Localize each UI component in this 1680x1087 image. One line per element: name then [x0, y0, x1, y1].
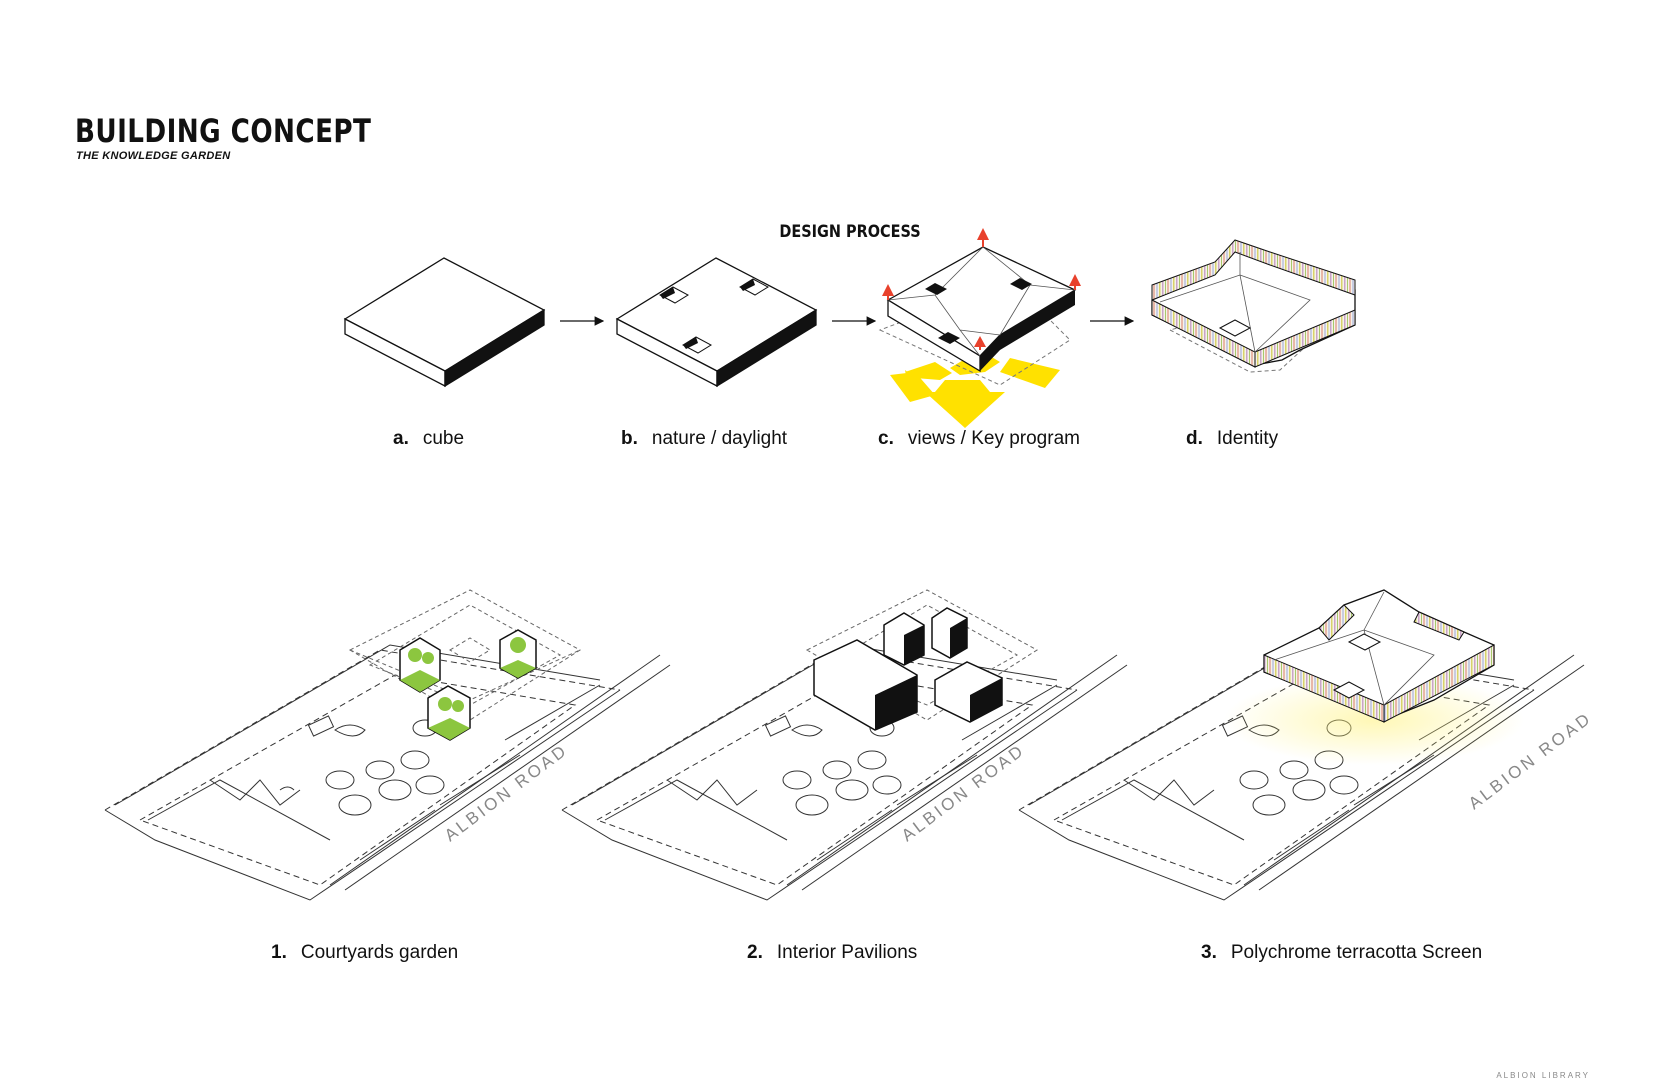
diagram-c-views [878, 228, 1081, 428]
step-a-caption: a. cube [393, 428, 464, 450]
garden-courtyard [499, 629, 537, 679]
site-plan-3: ALBION ROAD [1018, 589, 1596, 901]
page-subtitle: THE KNOWLEDGE GARDEN [76, 150, 231, 162]
step-letter: b. [621, 428, 638, 449]
step-letter: c. [878, 428, 894, 449]
terracotta-building [1263, 589, 1495, 723]
page-title: BUILDING CONCEPT [75, 112, 372, 150]
plan-3-caption: 3. Polychrome terracotta Screen [1201, 942, 1482, 964]
diagram-b-nature [615, 257, 818, 388]
plan-label: Polychrome terracotta Screen [1230, 942, 1483, 963]
tree-icon [422, 652, 434, 664]
garden-courtyard [427, 685, 471, 741]
plan-number: 2. [747, 942, 763, 963]
tree-icon [510, 637, 526, 653]
pavilion [883, 612, 925, 666]
step-d-caption: d. Identity [1186, 428, 1278, 450]
pavilion [934, 661, 1003, 723]
design-process-heading: DESIGN PROCESS [779, 222, 921, 242]
tree-icon [408, 648, 422, 662]
garden-courtyard [399, 637, 441, 693]
site-plan-1: ALBION ROAD [104, 589, 671, 901]
pavilion [813, 639, 918, 731]
plan-number: 1. [271, 942, 287, 963]
courtyard-void [681, 336, 713, 354]
plan-label: Courtyards garden [300, 942, 459, 963]
courtyard-void [658, 286, 690, 304]
step-letter: d. [1186, 428, 1203, 449]
tree-icon [452, 700, 464, 712]
pavilion [931, 607, 968, 659]
lift-arrow-icon [977, 228, 989, 247]
plan-1-caption: 1. Courtyards garden [271, 942, 458, 964]
step-label: cube [422, 428, 465, 449]
lift-arrow-icon [1069, 274, 1081, 290]
step-label: Identity [1216, 428, 1279, 449]
step-label: views / Key program [907, 428, 1080, 449]
footer-project-name: ALBION LIBRARY [1496, 1071, 1590, 1080]
tree-icon [438, 697, 452, 711]
plan-number: 3. [1201, 942, 1217, 963]
lift-arrow-icon [974, 336, 986, 350]
lift-arrow-icon [882, 284, 894, 300]
step-c-caption: c. views / Key program [878, 428, 1080, 450]
step-letter: a. [393, 428, 409, 449]
step-label: nature / daylight [651, 428, 788, 449]
plan-label: Interior Pavilions [776, 942, 918, 963]
step-b-caption: b. nature / daylight [621, 428, 787, 450]
diagram-a-cube [343, 257, 546, 388]
plan-2-caption: 2. Interior Pavilions [747, 942, 917, 964]
courtyard-void [738, 278, 770, 296]
site-plan-2: ALBION ROAD [561, 589, 1128, 901]
diagram-d-identity [1151, 239, 1356, 373]
